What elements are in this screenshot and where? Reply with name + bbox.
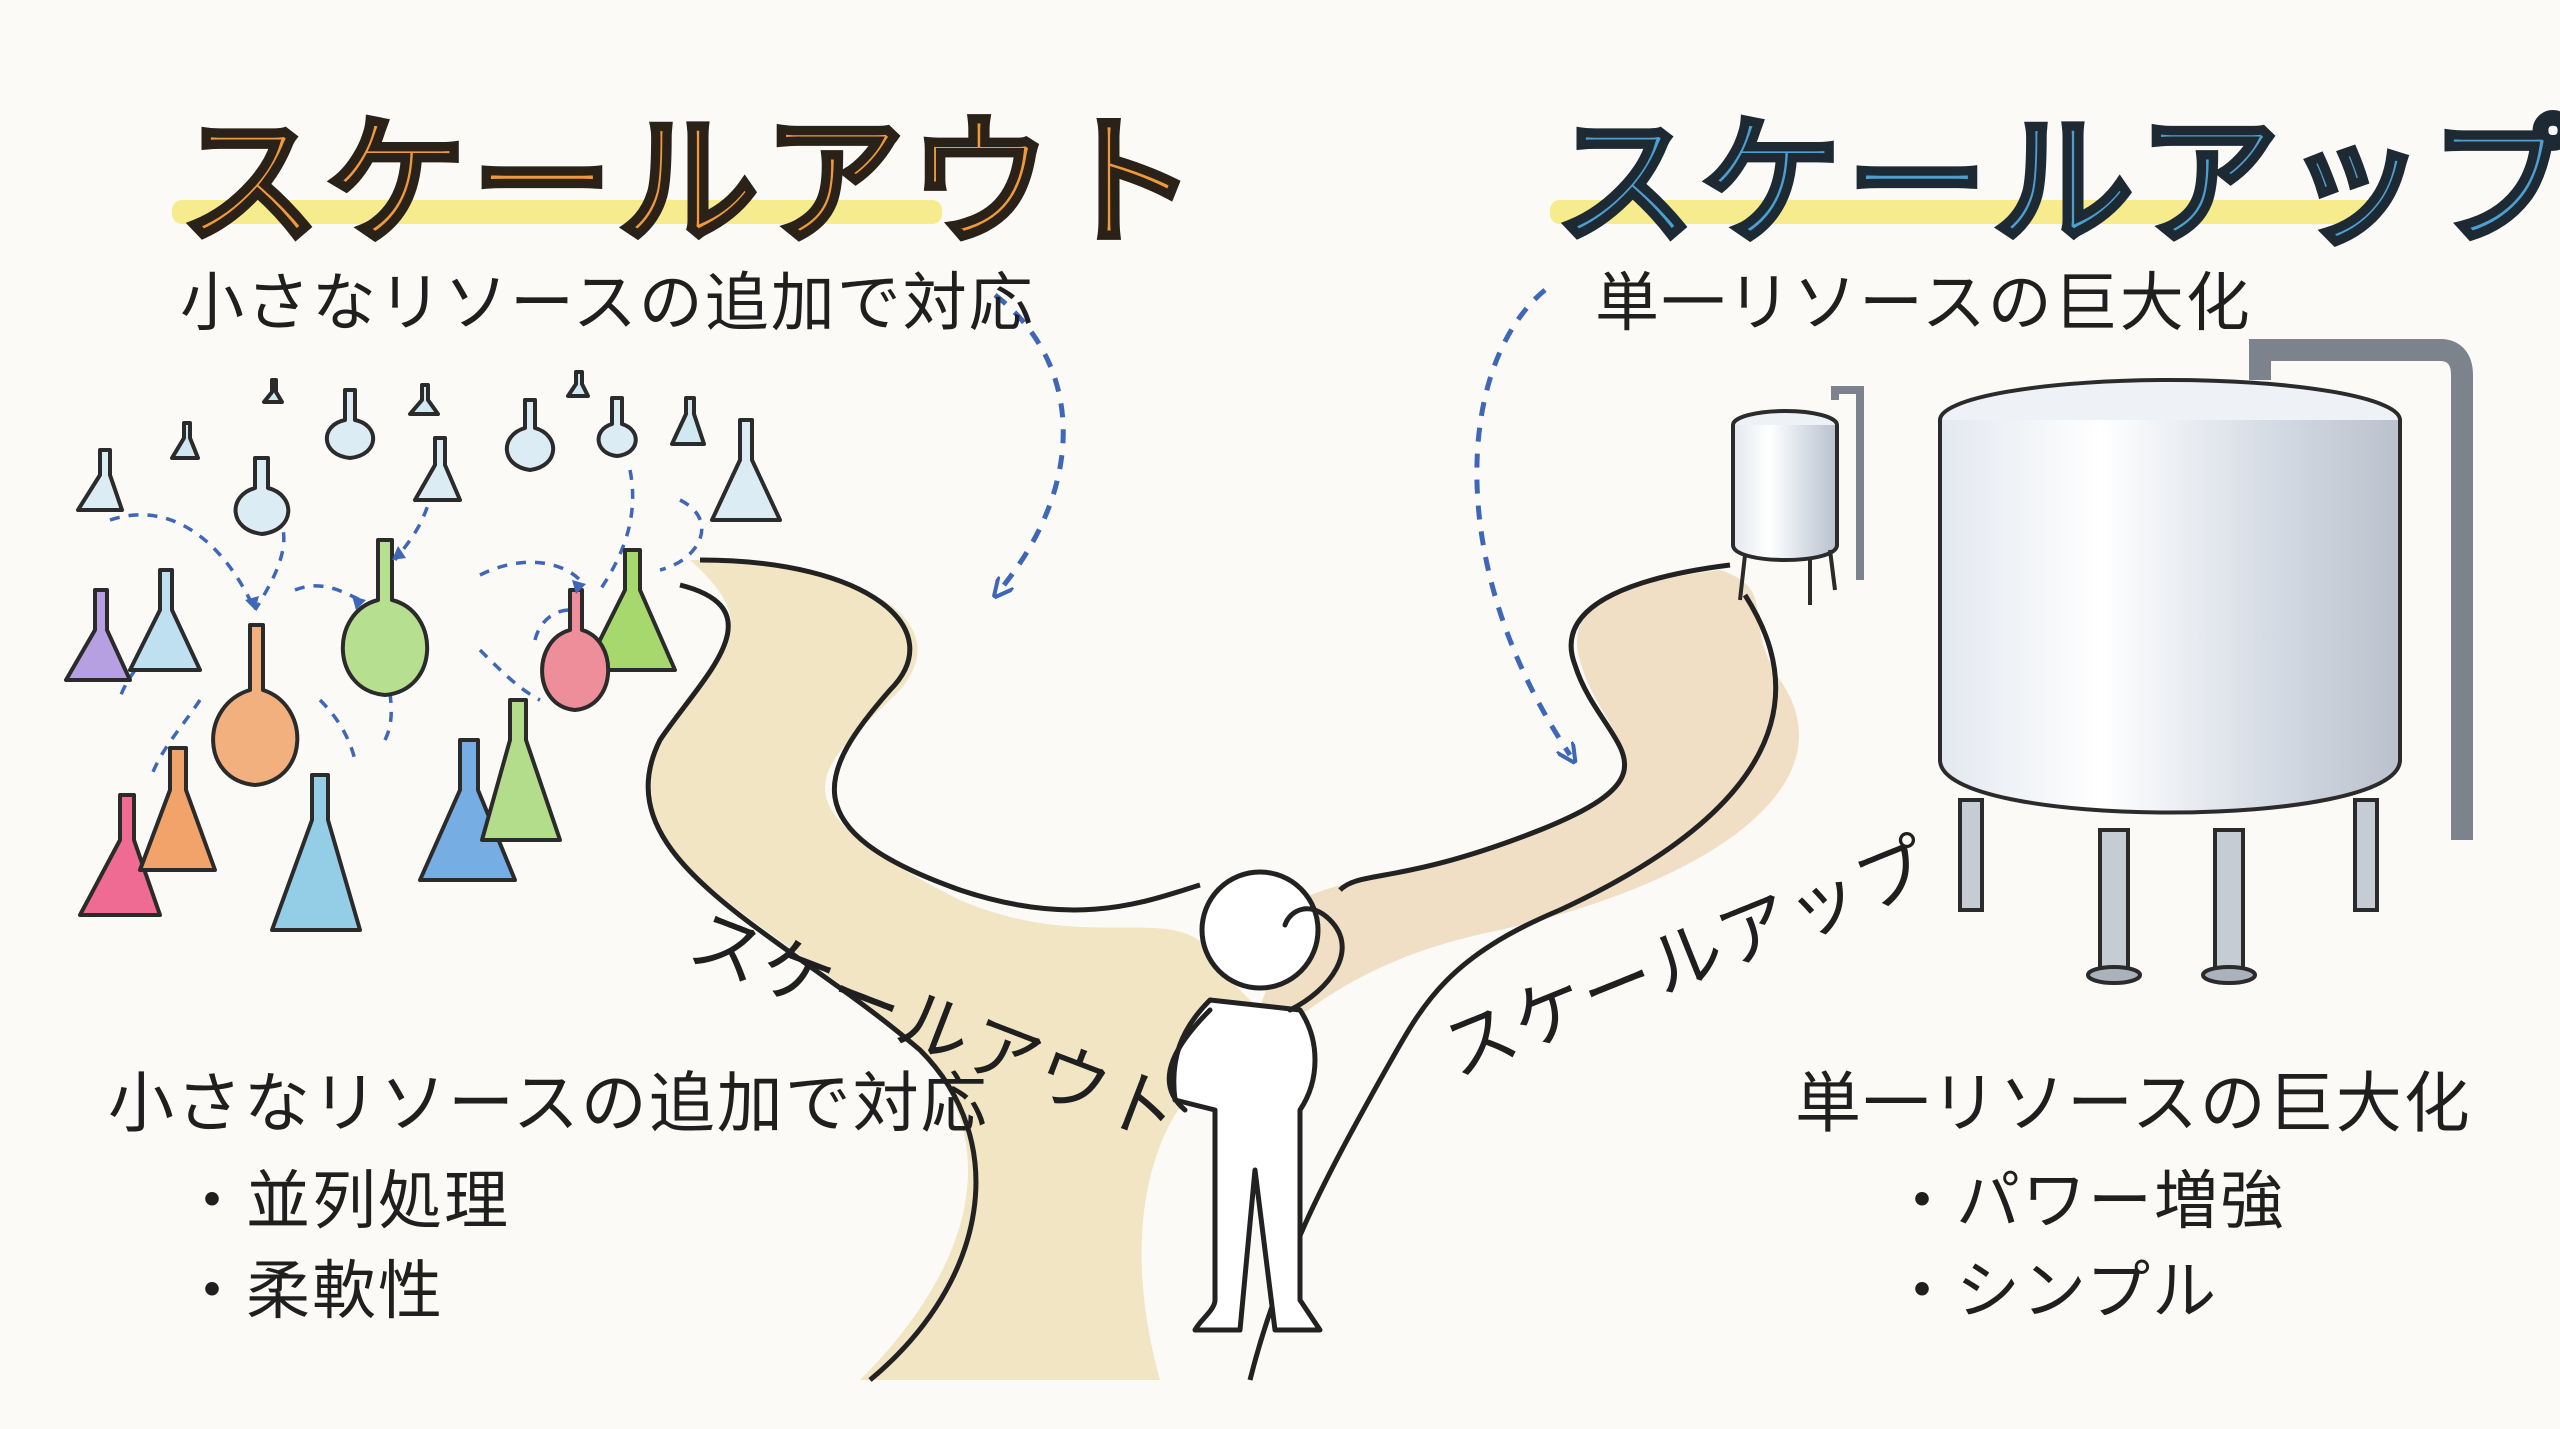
scale-out-subtitle: 小さなリソースの追加で対応 xyxy=(180,267,1035,341)
thinking-person-icon xyxy=(1166,869,1345,1333)
road-branch-up xyxy=(1240,570,1800,1060)
road-branch-out xyxy=(648,560,1260,1380)
scale-up-list-heading: 単一リソースの巨大化 xyxy=(1795,1065,2472,1142)
arrow-to-scale-up-road xyxy=(1474,288,1570,755)
flasks-network-icon xyxy=(64,370,782,932)
title-highlight-up xyxy=(1550,200,2380,224)
steel-tanks-icon xyxy=(1731,339,2473,985)
forked-road-icon xyxy=(645,557,1800,1382)
scale-out-bullet-flexibility: ・柔軟性 xyxy=(180,1255,444,1329)
scale-out-list-heading: 小さなリソースの追加で対応 xyxy=(108,1065,989,1142)
scale-up-bullet-simple: ・シンプル xyxy=(1890,1255,2219,1329)
scale-out-bullet-parallel: ・並列処理 xyxy=(180,1165,510,1239)
scale-up-title: スケールアップ xyxy=(1552,100,2560,268)
flask-links xyxy=(109,469,704,781)
scale-up-bullet-power: ・パワー増強 xyxy=(1890,1165,2286,1239)
large-tank-icon xyxy=(1938,339,2473,985)
scale-up-subtitle: 単一リソースの巨大化 xyxy=(1595,267,2252,341)
small-tank-icon xyxy=(1731,386,1864,605)
title-highlight-out xyxy=(172,200,942,224)
scale-out-title: スケールアウト xyxy=(177,100,1203,268)
